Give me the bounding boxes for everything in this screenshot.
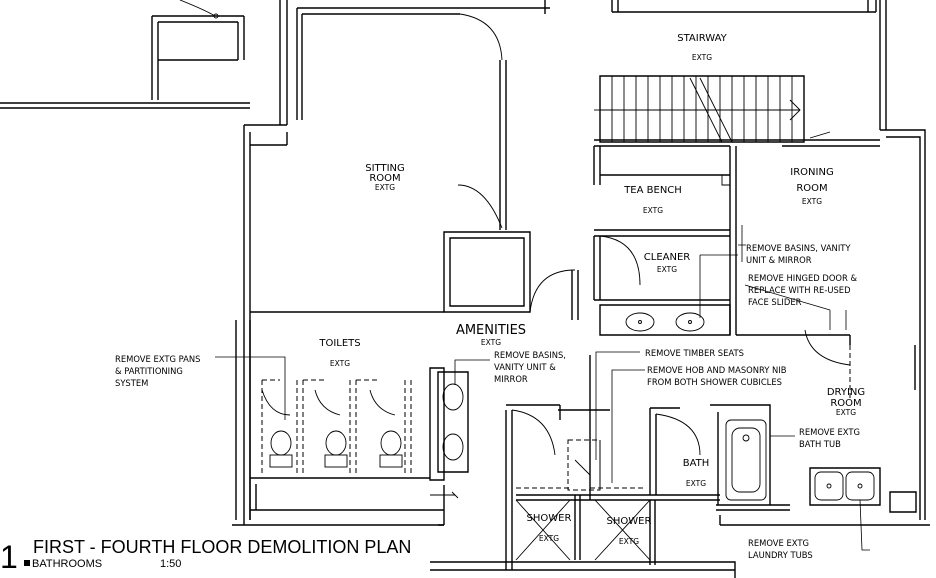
demolition-notes: REMOVE BASINS, VANITY UNIT & MIRROR REMO… xyxy=(115,243,860,560)
label-amenities-extg: EXTG xyxy=(481,338,501,347)
label-ironing-room-extg: EXTG xyxy=(802,197,822,206)
label-bath-extg: EXTG xyxy=(686,479,706,488)
note-hob-2: FROM BOTH SHOWER CUBICLES xyxy=(647,377,782,387)
toilets-drawing xyxy=(232,320,469,526)
label-drying-room-1: DRYING xyxy=(827,387,865,398)
label-toilets: TOILETS xyxy=(318,338,360,349)
label-shower-1: SHOWER xyxy=(527,513,572,524)
label-amenities: AMENITIES xyxy=(456,323,526,338)
label-sitting-room-extg: EXTG xyxy=(375,183,395,192)
note-basins-cleaner-2: UNIT & MIRROR xyxy=(746,255,812,265)
note-hinged-door-2: REPLACE WITH RE-USED xyxy=(748,285,851,295)
label-toilets-extg: EXTG xyxy=(330,359,350,368)
note-bath-tub-2: BATH TUB xyxy=(799,439,841,449)
note-basins-amenities-3: MIRROR xyxy=(494,374,528,384)
label-sitting-room-2: ROOM xyxy=(369,173,400,184)
label-drying-room-2: ROOM xyxy=(830,398,861,409)
note-laundry-1: REMOVE EXTG xyxy=(748,538,809,548)
label-ironing-room-1: IRONING xyxy=(790,167,833,178)
label-bath: BATH xyxy=(683,458,710,469)
drawing-number: 1 xyxy=(0,539,18,575)
stairway-drawing xyxy=(593,0,926,520)
label-tea-bench-extg: EXTG xyxy=(643,206,663,215)
note-pans-3: SYSTEM xyxy=(115,378,148,388)
label-stairway: STAIRWAY xyxy=(677,33,727,44)
label-cleaner: CLEANER xyxy=(644,252,691,263)
title-block: 1 FIRST - FOURTH FLOOR DEMOLITION PLAN B… xyxy=(0,537,411,575)
drawing-title: FIRST - FOURTH FLOOR DEMOLITION PLAN xyxy=(33,537,411,557)
label-shower-2-extg: EXTG xyxy=(619,537,639,546)
drawing-subtitle: BATHROOMS xyxy=(32,558,102,570)
label-ironing-room-2: ROOM xyxy=(796,183,827,194)
note-leaders xyxy=(215,225,870,551)
top-left-walls xyxy=(0,0,250,109)
label-stairway-extg: EXTG xyxy=(692,53,712,62)
label-cleaner-extg: EXTG xyxy=(657,265,677,274)
note-pans-1: REMOVE EXTG PANS xyxy=(115,354,200,364)
drawing-scale: 1:50 xyxy=(160,558,181,570)
note-hob-1: REMOVE HOB AND MASONRY NIB xyxy=(647,365,787,375)
cleaner-walls xyxy=(529,229,851,400)
note-pans-2: & PARTITIONING xyxy=(115,366,183,376)
sitting-room-walls xyxy=(243,0,550,525)
shower-block-drawing xyxy=(430,345,930,578)
note-basins-cleaner-1: REMOVE BASINS, VANITY xyxy=(746,243,851,253)
label-shower-1-extg: EXTG xyxy=(539,534,559,543)
title-bullet xyxy=(24,560,30,566)
note-timber-seats: REMOVE TIMBER SEATS xyxy=(645,348,744,358)
note-basins-amenities-1: REMOVE BASINS, xyxy=(494,350,566,360)
label-shower-2: SHOWER xyxy=(607,516,652,527)
note-laundry-2: LAUNDRY TUBS xyxy=(748,550,813,560)
note-hinged-door-3: FACE SLIDER xyxy=(748,297,802,307)
label-tea-bench: TEA BENCH xyxy=(623,185,682,196)
note-bath-tub-1: REMOVE EXTG xyxy=(799,427,860,437)
note-basins-amenities-2: VANITY UNIT & xyxy=(494,362,556,372)
note-hinged-door-1: REMOVE HINGED DOOR & xyxy=(748,273,858,283)
label-drying-room-extg: EXTG xyxy=(836,408,856,417)
room-labels: STAIRWAY EXTG SITTING ROOM EXTG TEA BENC… xyxy=(318,33,865,546)
label-sitting-room-1: SITTING xyxy=(365,163,405,174)
